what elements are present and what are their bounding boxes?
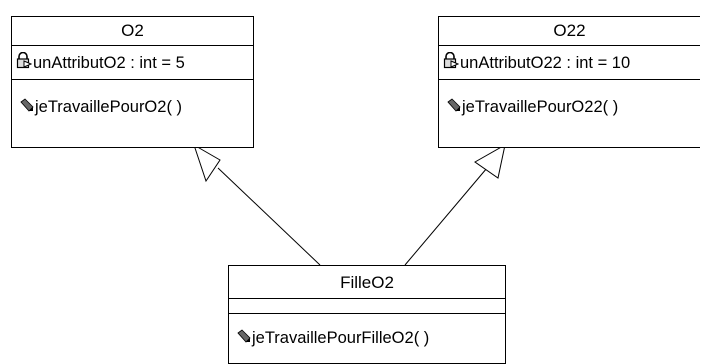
class-name-compartment: FilleO2 — [229, 266, 505, 299]
operation-row[interactable]: jeTravaillePourO22( ) — [439, 98, 700, 117]
public-operation-pencil-icon — [20, 98, 34, 117]
operation-label: jeTravaillePourO2( ) — [35, 98, 183, 116]
class-o2[interactable]: O2 unAttributO2 : int = 5 jeTravaillePou… — [11, 16, 254, 148]
attributes-compartment — [229, 299, 505, 314]
attribute-row[interactable]: unAttributO22 : int = 10 — [439, 46, 700, 80]
operation-row[interactable]: jeTravaillePourO2( ) — [12, 98, 253, 117]
attribute-label: unAttributO22 : int = 10 — [460, 53, 631, 72]
attributes-compartment: unAttributO22 : int = 10 — [439, 46, 700, 80]
generalization-arrowhead-o2 — [193, 143, 221, 183]
operation-label: jeTravaillePourO22( ) — [462, 98, 619, 116]
class-name: FilleO2 — [340, 273, 394, 292]
attributes-compartment: unAttributO2 : int = 5 — [12, 46, 253, 80]
public-operation-pencil-icon — [237, 329, 251, 348]
generalization-line-filleo2-o22 — [404, 167, 488, 266]
class-filleo2[interactable]: FilleO2 jeTravaillePourFilleO2( ) — [228, 265, 506, 364]
class-name-compartment: O2 — [12, 17, 253, 46]
class-name: O22 — [553, 21, 586, 40]
operations-compartment: jeTravaillePourO2( ) — [12, 80, 253, 148]
generalization-line-filleo2-o2 — [217, 167, 321, 266]
operations-compartment: jeTravaillePourO22( ) — [439, 80, 700, 148]
private-attribute-lock-icon — [15, 51, 33, 74]
class-o22[interactable]: O22 unAttributO22 : int = 10 jeTravaille… — [438, 16, 700, 148]
class-name: O2 — [121, 21, 144, 40]
public-operation-pencil-icon — [447, 98, 461, 117]
attribute-row[interactable]: unAttributO2 : int = 5 — [12, 46, 253, 80]
generalization-arrowhead-o22 — [474, 144, 506, 179]
class-name-compartment: O22 — [439, 17, 700, 46]
operation-row[interactable]: jeTravaillePourFilleO2( ) — [229, 329, 505, 348]
attribute-label: unAttributO2 : int = 5 — [33, 53, 185, 72]
operations-compartment: jeTravaillePourFilleO2( ) — [229, 314, 505, 362]
operation-label: jeTravaillePourFilleO2( ) — [252, 329, 430, 347]
private-attribute-lock-icon — [442, 51, 460, 74]
